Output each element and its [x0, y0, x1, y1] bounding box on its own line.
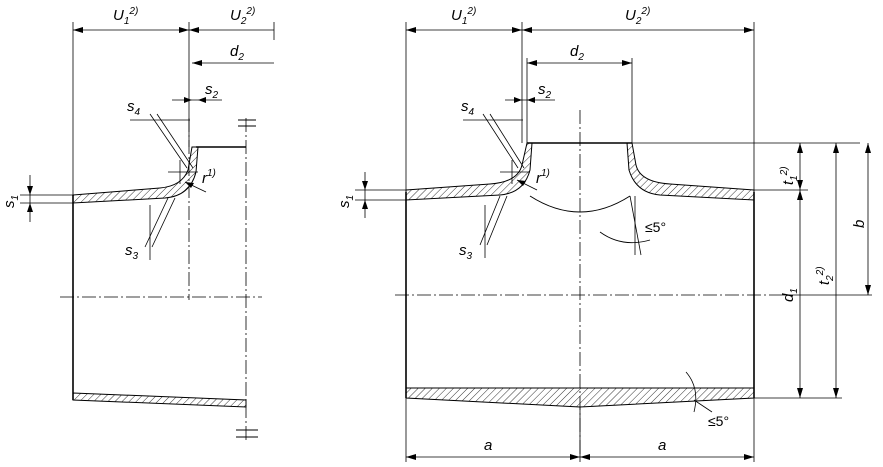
- left-s3-ext-1: [144, 197, 169, 248]
- right-s2-label: s2: [538, 81, 552, 101]
- left-U2-label: U22): [230, 6, 255, 27]
- a-left-label: a: [484, 437, 492, 454]
- right-s3-ext-2: [486, 195, 508, 246]
- right-angle-bottom-arc: [685, 371, 697, 413]
- right-view: [355, 22, 872, 462]
- left-s1-arrow-1: [27, 186, 33, 195]
- left-U2-arrow-left: [189, 27, 199, 33]
- right-s3-label: s3: [459, 242, 473, 262]
- right-U2-label: U22): [625, 6, 650, 27]
- right-s3-ext-1: [479, 195, 501, 246]
- right-top-wall-right: [626, 142, 755, 201]
- right-s4-label: s4: [461, 98, 475, 118]
- left-r-label: r1): [202, 168, 216, 187]
- right-s4-ext-2: [489, 113, 525, 169]
- t1-label: t12): [779, 166, 800, 185]
- d1-arrow-2: [797, 388, 803, 398]
- d1-label: d1: [780, 288, 800, 302]
- left-s2-arrow-2: [198, 97, 206, 103]
- t2-arrow-2: [833, 388, 839, 398]
- right-angle-bottom-leader: [693, 399, 713, 413]
- right-d2-arrow-1: [527, 60, 537, 66]
- right-saddle-curve: [529, 195, 631, 213]
- a-right-label: a: [658, 437, 666, 454]
- t1-arrow-1: [797, 143, 803, 153]
- right-angle-top-arc: [599, 231, 651, 244]
- left-s3-label: s3: [125, 242, 139, 262]
- right-U2-arrow-left: [522, 27, 532, 33]
- left-s4-ext-1: [149, 113, 188, 169]
- left-d2-label: d2: [230, 43, 244, 63]
- left-s2-arrow-1: [184, 97, 192, 103]
- b-arrow-1: [865, 143, 871, 153]
- left-d2-arrow: [192, 60, 202, 66]
- right-s4-ext-1: [482, 113, 519, 169]
- left-s1-label: s1: [1, 195, 21, 208]
- d1-arrow-1: [797, 190, 803, 200]
- right-U1-arrow-right: [512, 27, 522, 33]
- left-top-wall: [72, 146, 199, 204]
- t1-arrow-2: [797, 180, 803, 190]
- right-r-label: r1): [536, 168, 550, 187]
- left-s1-arrow-2: [27, 203, 33, 212]
- left-r-arrow: [185, 182, 194, 188]
- right-s2-arrow-1: [514, 97, 522, 103]
- right-d2-arrow-2: [622, 60, 632, 66]
- a-left-arrow-1: [406, 454, 416, 460]
- right-s1-arrow-2: [362, 200, 368, 209]
- right-top-wall-left: [405, 142, 533, 201]
- left-s2-label: s2: [205, 81, 219, 101]
- left-s4-ext-2: [156, 113, 194, 169]
- left-U1-arrow-right: [179, 27, 189, 33]
- a-left-arrow-2: [570, 454, 580, 460]
- left-bottom-wall: [72, 392, 247, 408]
- right-r-arrow: [517, 180, 526, 186]
- right-angle-bottom-label: ≤5°: [708, 413, 729, 429]
- left-s3-ext-2: [151, 197, 176, 248]
- left-s4-label: s4: [127, 98, 141, 118]
- left-view: [20, 22, 275, 440]
- t2-arrow-1: [833, 143, 839, 153]
- t2-label: t22): [815, 266, 836, 285]
- left-U1-label: U12): [113, 6, 138, 27]
- left-U1-arrow-left: [73, 27, 83, 33]
- right-angle-top-line-2: [629, 195, 642, 256]
- b-label: b: [851, 220, 868, 228]
- a-right-arrow-1: [580, 454, 590, 460]
- right-U1-label: U12): [451, 6, 476, 27]
- right-bottom-wall: [405, 387, 755, 408]
- a-right-arrow-2: [744, 454, 754, 460]
- right-U1-arrow-left: [406, 27, 416, 33]
- right-s1-arrow-1: [362, 181, 368, 190]
- right-s2-arrow-2: [527, 97, 535, 103]
- right-d2-label: d2: [570, 43, 584, 63]
- right-s1-label: s1: [336, 195, 356, 208]
- right-angle-top-label: ≤5°: [645, 219, 666, 235]
- right-U2-arrow-right: [744, 27, 754, 33]
- b-arrow-2: [865, 285, 871, 295]
